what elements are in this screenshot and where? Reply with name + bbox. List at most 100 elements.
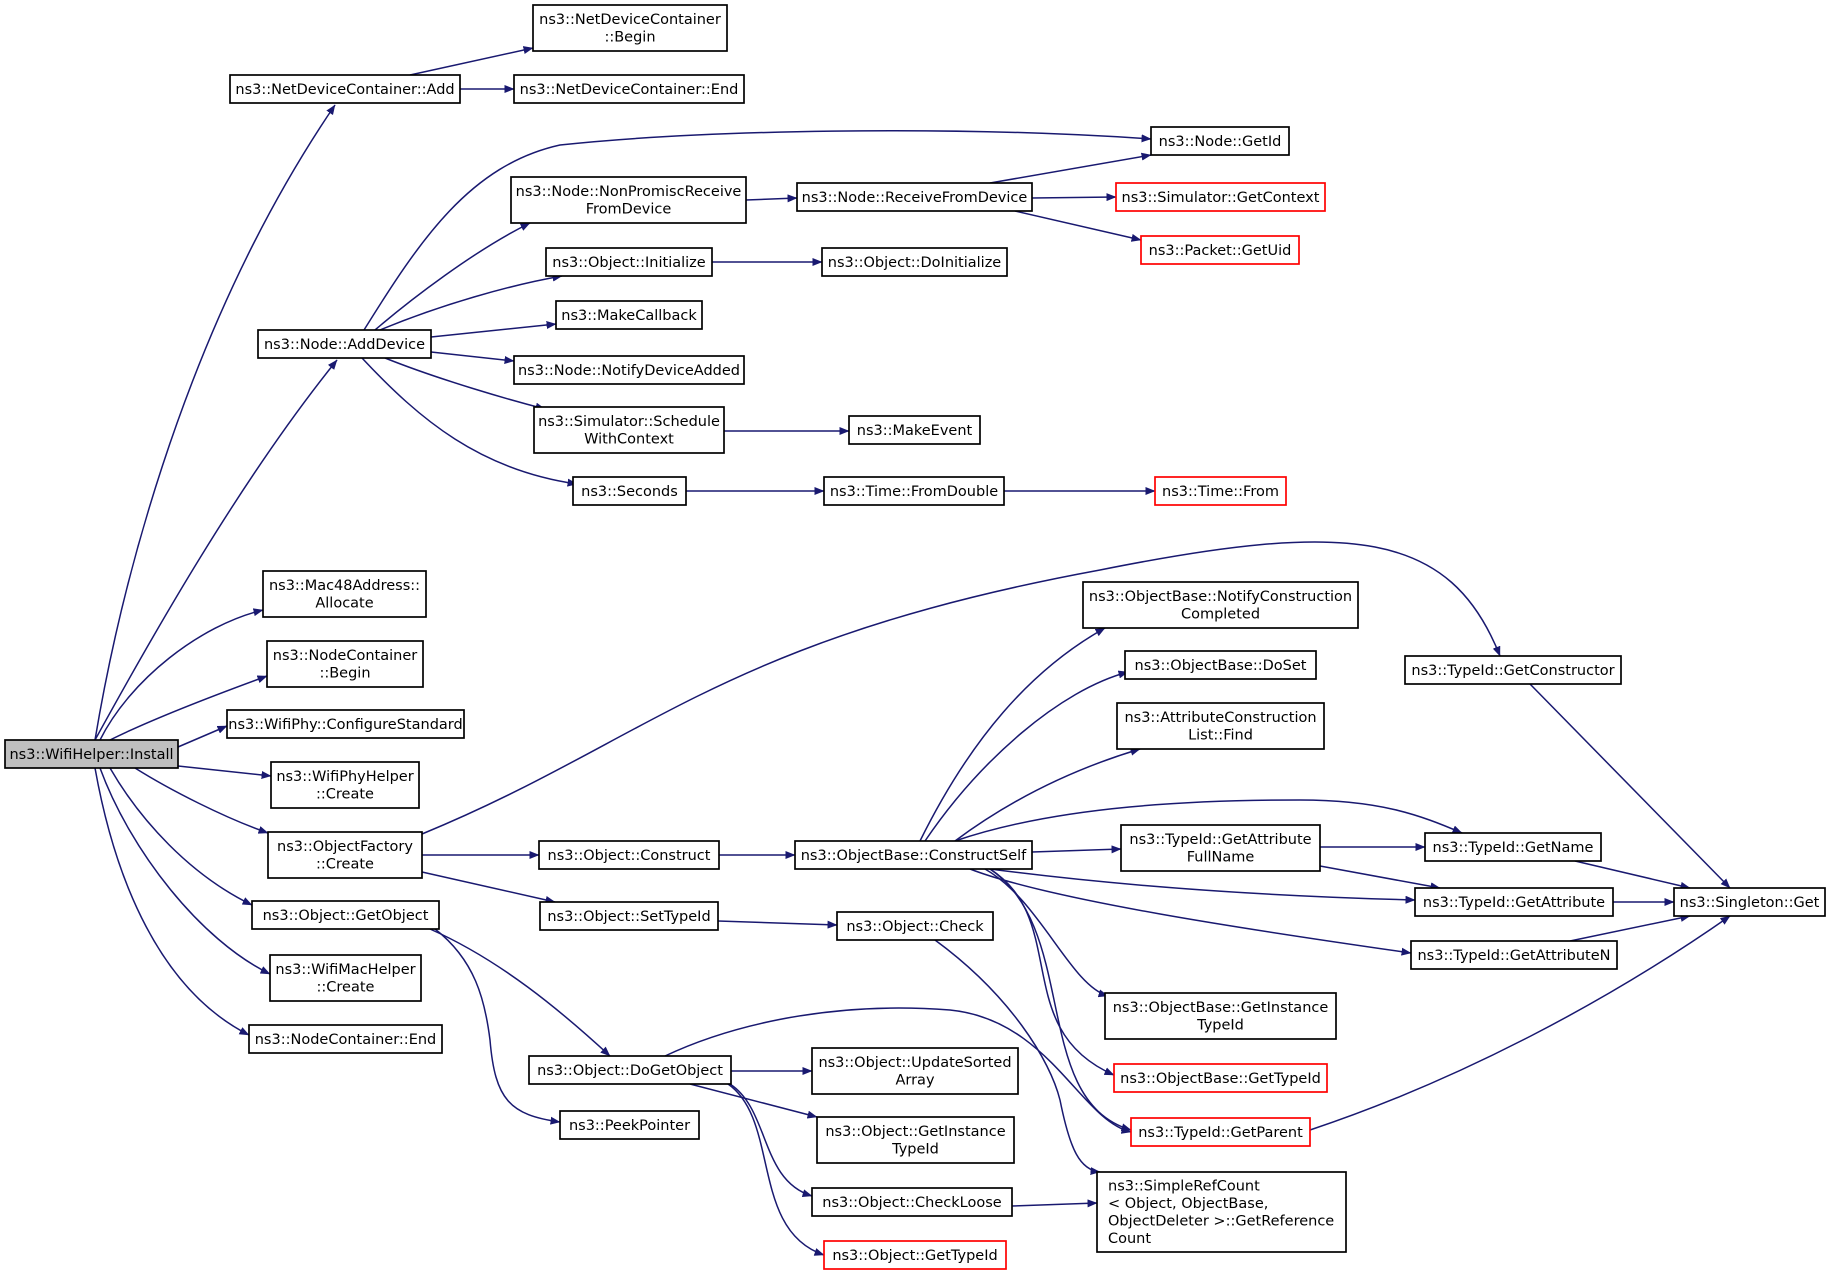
edge-obj_dogetobject-to-obj_checkloose: [729, 1083, 813, 1198]
node-typeid_getname[interactable]: ns3::TypeId::GetName: [1424, 832, 1602, 862]
node-obj_settypeid[interactable]: ns3::Object::SetTypeId: [539, 901, 719, 931]
node-label-line: Completed: [1181, 607, 1260, 623]
node-label-line: ns3::NetDeviceContainer: [539, 12, 721, 28]
node-install[interactable]: ns3::WifiHelper::Install: [4, 739, 179, 769]
node-objbase_notify[interactable]: ns3::ObjectBase::NotifyConstructionCompl…: [1082, 581, 1359, 629]
node-label-line: ns3::Mac48Address::: [269, 578, 420, 594]
node-wifimachelper_create[interactable]: ns3::WifiMacHelper::Create: [269, 954, 422, 1002]
node-time_fromdouble[interactable]: ns3::Time::FromDouble: [823, 476, 1005, 506]
node-obj_dogetobject[interactable]: ns3::Object::DoGetObject: [528, 1055, 732, 1085]
node-obj_checkloose[interactable]: ns3::Object::CheckLoose: [811, 1187, 1013, 1217]
edge-objfactory_create-to-obj_settypeid: [421, 871, 556, 904]
node-obj_gettypeid[interactable]: ns3::Object::GetTypeId: [823, 1240, 1007, 1270]
node-nc_begin[interactable]: ns3::NodeContainer::Begin: [266, 640, 424, 688]
call-edges: [94, 46, 1731, 1256]
node-label-line: < Object, ObjectBase,: [1108, 1196, 1268, 1212]
node-box: [1116, 702, 1325, 750]
edge-path: [379, 273, 563, 331]
node-box: [226, 709, 465, 739]
node-label-line: ns3::NodeContainer: [273, 648, 417, 664]
node-typeid_getparent[interactable]: ns3::TypeId::GetParent: [1130, 1117, 1311, 1147]
edge-path: [1309, 915, 1731, 1131]
node-typeid_getattribute[interactable]: ns3::TypeId::GetAttribute: [1414, 887, 1614, 917]
node-node_adddevice[interactable]: ns3::Node::AddDevice: [257, 329, 432, 359]
node-obj_check[interactable]: ns3::Object::Check: [836, 911, 994, 941]
node-nc_end[interactable]: ns3::NodeContainer::End: [248, 1024, 443, 1054]
node-box: [1410, 940, 1618, 970]
node-node_recv[interactable]: ns3::Node::ReceiveFromDevice: [796, 182, 1033, 212]
node-box: [811, 1047, 1019, 1095]
node-label-line: List::Find: [1188, 728, 1253, 744]
node-box: [821, 247, 1008, 277]
node-label-line: ns3::NetDeviceContainer::Add: [235, 82, 454, 98]
node-obj_construct[interactable]: ns3::Object::Construct: [538, 840, 720, 870]
edge-obj_dogetobject-to-typeid_getparent: [664, 1007, 1132, 1134]
node-pkt_getuid[interactable]: ns3::Packet::GetUid: [1140, 235, 1300, 265]
node-label-line: ns3::ObjectBase::GetInstance: [1113, 1000, 1329, 1016]
edge-obj_dogetobject-to-obj_getinstancetypeid: [689, 1083, 818, 1119]
node-objbase_gettypeid[interactable]: ns3::ObjectBase::GetTypeId: [1113, 1063, 1328, 1093]
node-box: [269, 954, 422, 1002]
node-box: [796, 182, 1033, 212]
node-label-line: ns3::Object::UpdateSorted: [818, 1055, 1011, 1071]
node-peekpointer[interactable]: ns3::PeekPointer: [559, 1110, 700, 1140]
node-label-line: ns3::TypeId::GetAttribute: [1129, 832, 1311, 848]
edge-path: [421, 541, 1501, 835]
node-label-line: ns3::Object::Construct: [548, 848, 711, 864]
node-box: [257, 329, 432, 359]
node-simplerefcount[interactable]: ns3::SimpleRefCount< Object, ObjectBase,…: [1096, 1171, 1347, 1253]
edge-obj_getobject-to-obj_dogetobject: [429, 928, 611, 1057]
node-wifiphyhelper_create[interactable]: ns3::WifiPhyHelper::Create: [270, 761, 420, 809]
node-obj_init[interactable]: ns3::Object::Initialize: [545, 247, 713, 277]
node-box: [1414, 887, 1614, 917]
edge-node_adddevice-to-sim_schedule: [384, 357, 546, 411]
edge-path: [1014, 210, 1142, 242]
edge-path: [94, 104, 336, 741]
node-ndc_begin[interactable]: ns3::NetDeviceContainer::Begin: [532, 4, 728, 52]
edge-path: [1569, 914, 1691, 942]
node-objbase_constructself[interactable]: ns3::ObjectBase::ConstructSelf: [794, 840, 1033, 870]
node-singleton_get[interactable]: ns3::Singleton::Get: [1673, 887, 1826, 917]
edge-path: [1031, 845, 1122, 854]
node-objfactory_create[interactable]: ns3::ObjectFactory::Create: [267, 831, 423, 879]
node-sim_getcontext[interactable]: ns3::Simulator::GetContext: [1115, 182, 1326, 212]
node-box: [1673, 887, 1826, 917]
node-node_getid[interactable]: ns3::Node::GetId: [1150, 126, 1290, 156]
node-makecallback[interactable]: ns3::MakeCallback: [555, 300, 703, 330]
edge-install-to-obj_getobject: [109, 767, 253, 906]
edge-path: [109, 767, 253, 906]
edge-path: [989, 868, 1416, 904]
edge-path: [409, 46, 534, 76]
edge-objbase_constructself-to-objbase_doset: [924, 670, 1129, 842]
edge-path: [689, 1083, 818, 1119]
node-wifiphy_cfg[interactable]: ns3::WifiPhy::ConfigureStandard: [226, 709, 465, 739]
node-label-line: Array: [895, 1073, 934, 1089]
node-seconds[interactable]: ns3::Seconds: [572, 476, 687, 506]
node-objbase_doset[interactable]: ns3::ObjectBase::DoSet: [1124, 650, 1317, 680]
node-obj_doinit[interactable]: ns3::Object::DoInitialize: [821, 247, 1008, 277]
node-makeevent[interactable]: ns3::MakeEvent: [848, 415, 981, 445]
edge-path: [177, 765, 272, 779]
node-label-line: ns3::TypeId::GetName: [1433, 840, 1594, 856]
node-label-line: ns3::Node::NonPromiscReceive: [516, 184, 742, 200]
node-time_from[interactable]: ns3::Time::From: [1154, 476, 1287, 506]
node-label-line: ns3::TypeId::GetParent: [1138, 1125, 1303, 1141]
node-node_notify[interactable]: ns3::Node::NotifyDeviceAdded: [513, 355, 745, 385]
node-obj_getobject[interactable]: ns3::Object::GetObject: [251, 900, 440, 930]
node-ndc_add[interactable]: ns3::NetDeviceContainer::Add: [229, 74, 461, 104]
node-mac48[interactable]: ns3::Mac48Address::Allocate: [262, 570, 427, 618]
node-typeid_getconstructor[interactable]: ns3::TypeId::GetConstructor: [1404, 655, 1622, 685]
edge-path: [664, 1007, 1132, 1134]
edge-path: [430, 321, 557, 338]
node-typeid_getattributen[interactable]: ns3::TypeId::GetAttributeN: [1410, 940, 1618, 970]
edge-path: [969, 868, 1412, 956]
node-ndc_end[interactable]: ns3::NetDeviceContainer::End: [513, 74, 745, 104]
edge-obj_getobject-to-peekpointer: [434, 928, 561, 1125]
